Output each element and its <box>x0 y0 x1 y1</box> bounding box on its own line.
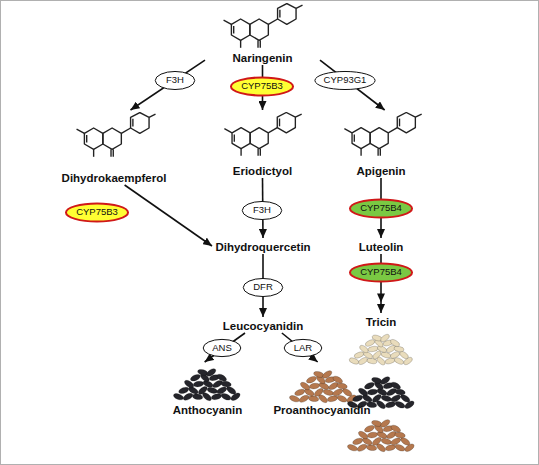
oval-shape <box>155 71 194 89</box>
enzyme-oval: CYP75B4 <box>348 198 414 219</box>
enzyme-name: CYP75B4 <box>360 202 402 214</box>
compound-node: Naringenin <box>205 3 320 65</box>
enzyme-name: ANS <box>212 342 232 354</box>
enzyme-oval: DFR <box>242 277 284 298</box>
reaction-arrow <box>131 60 205 110</box>
compound-name: Dihydroquercetin <box>215 240 310 254</box>
compound-node: Dihydrokaempferol <box>55 110 173 185</box>
compound-node: Tricin <box>362 313 400 329</box>
oval-shape <box>203 339 241 356</box>
dihydrokaempferol-structure <box>77 113 156 157</box>
white-rice-grains <box>348 333 413 366</box>
oval-shape <box>350 199 412 217</box>
enzyme-oval: CYP75B3 <box>229 76 295 97</box>
compound-node: Anthocyanin <box>160 362 255 417</box>
oval-shape <box>284 339 322 356</box>
compound-node: Proanthocyanidin <box>268 362 376 417</box>
compound-node: Apigenin <box>335 110 427 178</box>
red-rice-grains <box>347 418 416 453</box>
compound-node: Eriodictyol <box>215 110 310 178</box>
enzyme-oval: ANS <box>202 338 242 358</box>
oval-shape <box>350 263 412 281</box>
compound-name: Tricin <box>366 315 397 329</box>
oval-shape <box>315 71 375 89</box>
compound-name: Dihydrokaempferol <box>62 171 167 185</box>
enzyme-oval: CYP75B3 <box>64 202 130 223</box>
naringenin-structure <box>224 4 303 48</box>
oval-shape <box>66 203 128 221</box>
enzyme-oval: LAR <box>283 338 323 358</box>
compound-name: Luteolin <box>359 240 404 254</box>
enzyme-oval: CYP93G1 <box>313 70 377 91</box>
enzyme-name: DFR <box>253 281 273 293</box>
compound-node: Leucocyanidin <box>218 317 308 333</box>
eriodictyol-structure <box>224 113 301 156</box>
enzyme-oval: F3H <box>241 200 283 221</box>
enzyme-name: CYP75B4 <box>360 266 402 278</box>
enzyme-name: F3H <box>253 204 271 216</box>
compound-name: Leucocyanidin <box>223 319 304 333</box>
compound-name: Anthocyanin <box>173 403 243 417</box>
enzyme-name: F3H <box>166 74 184 86</box>
oval-shape <box>243 278 282 296</box>
compound-name: Apigenin <box>356 164 405 178</box>
enzyme-name: CYP75B3 <box>241 80 283 92</box>
enzyme-oval: F3H <box>154 70 196 91</box>
compound-name: Naringenin <box>232 51 292 65</box>
reaction-arrow <box>125 185 212 246</box>
oval-shape <box>242 201 281 219</box>
compound-node: Luteolin <box>355 238 407 254</box>
enzyme-name: CYP93G1 <box>324 74 367 86</box>
red-rice-grains <box>289 369 358 404</box>
compound-name: Proanthocyanidin <box>273 403 370 417</box>
apigenin-structure <box>344 113 421 156</box>
black-rice-grains <box>173 367 242 402</box>
enzyme-name: LAR <box>294 342 312 354</box>
compound-node: Dihydroquercetin <box>212 238 314 254</box>
enzyme-oval: CYP75B4 <box>348 262 414 283</box>
oval-shape <box>231 77 293 95</box>
compound-name: Eriodictyol <box>233 164 292 178</box>
enzyme-name: CYP75B3 <box>76 206 118 218</box>
